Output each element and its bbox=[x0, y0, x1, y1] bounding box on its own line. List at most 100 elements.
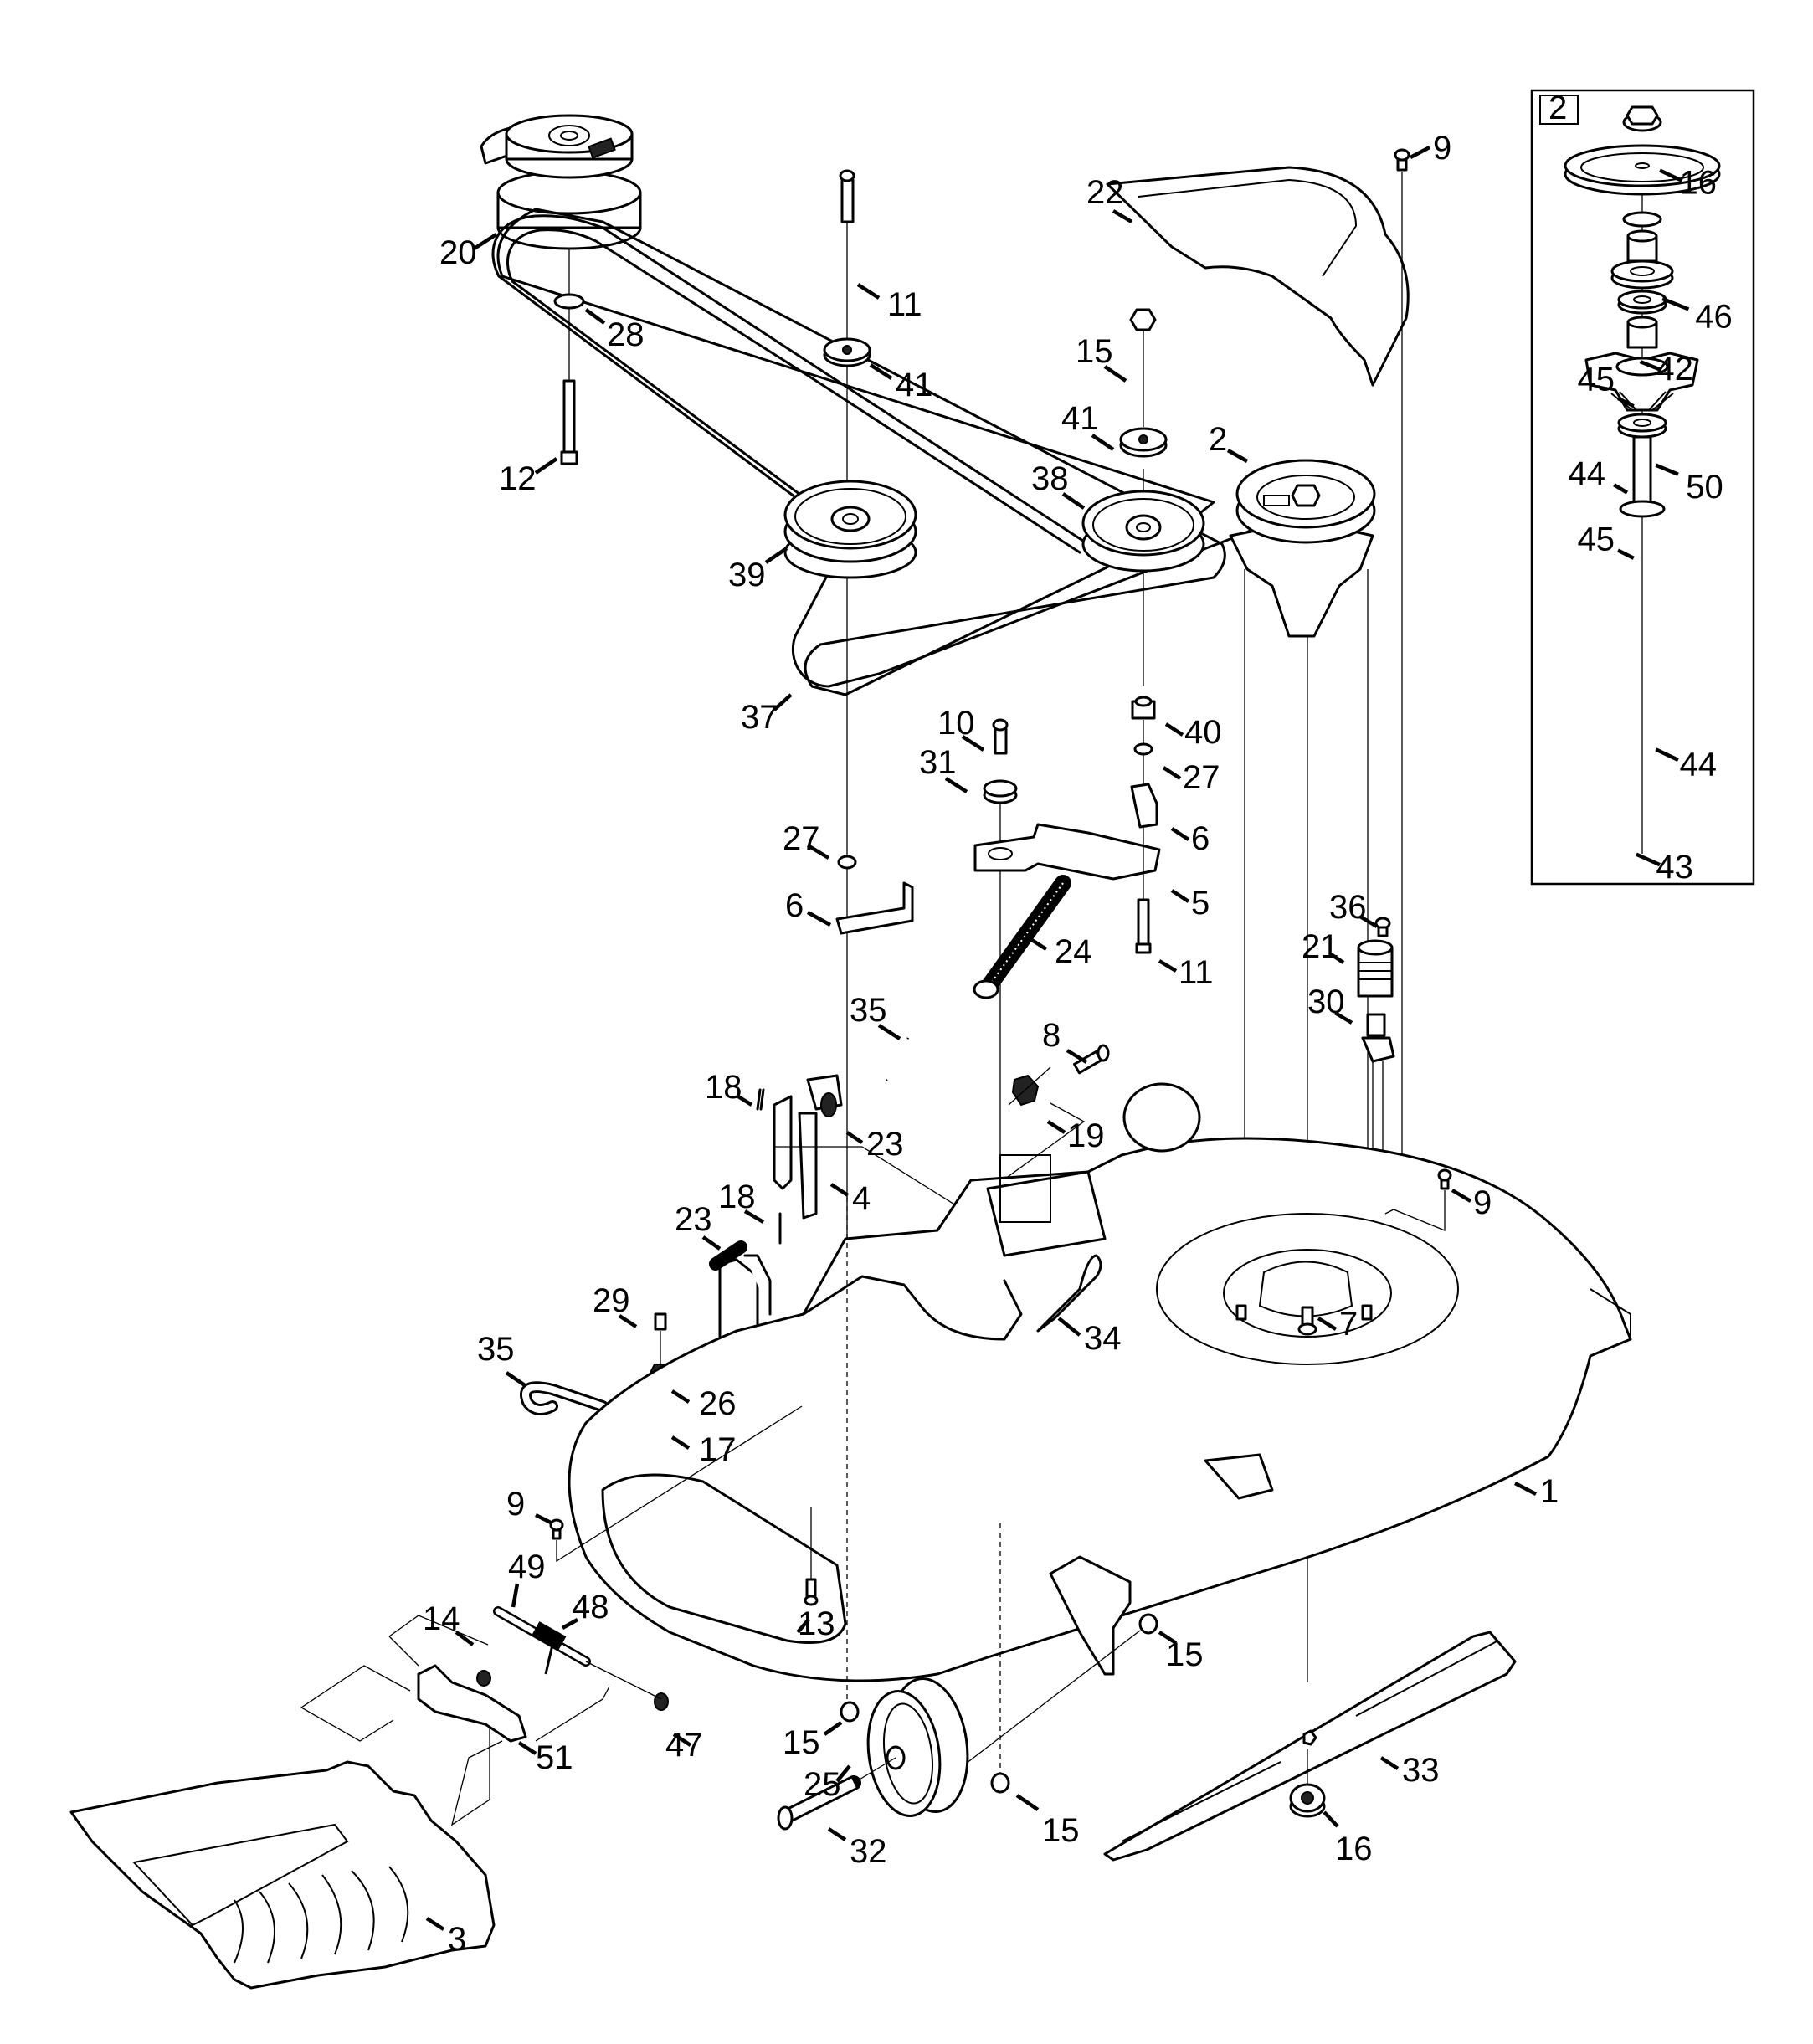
leader-line bbox=[561, 1618, 579, 1630]
callout-number: 43 bbox=[1656, 849, 1693, 886]
leader-line bbox=[1046, 1120, 1066, 1134]
deck-fasteners bbox=[549, 1168, 1452, 1606]
callout-number: 40 bbox=[1184, 714, 1222, 751]
leader-line bbox=[1451, 1189, 1472, 1203]
part-callout: 35 bbox=[850, 992, 901, 1040]
bolt-icon bbox=[992, 718, 1009, 755]
callout-number: 15 bbox=[1042, 1812, 1080, 1849]
part-callout: 8 bbox=[1042, 1017, 1088, 1064]
callout-number: 23 bbox=[866, 1126, 904, 1163]
spindle-inset bbox=[1530, 89, 1755, 886]
leader-line bbox=[1170, 889, 1190, 903]
part-callout: 34 bbox=[1057, 1317, 1122, 1357]
callout-number: 17 bbox=[699, 1431, 737, 1468]
spindle-pulley-icon bbox=[1229, 459, 1376, 638]
leader-line bbox=[829, 1183, 850, 1197]
part-callout: 1 bbox=[1513, 1473, 1559, 1510]
pulley-icon bbox=[1564, 144, 1721, 196]
part-callout: 15 bbox=[1076, 333, 1127, 383]
gauge-wheel-icon bbox=[866, 1677, 969, 1817]
callout-number: 34 bbox=[1084, 1320, 1122, 1357]
part-callout: 51 bbox=[517, 1739, 573, 1776]
part-callout: 30 bbox=[1307, 983, 1353, 1025]
part-callout: 15 bbox=[783, 1721, 843, 1761]
leader-line bbox=[1635, 852, 1661, 867]
compression-spring-icon bbox=[709, 1240, 747, 1271]
leader-line bbox=[1329, 953, 1345, 964]
leader-line bbox=[1616, 396, 1635, 408]
bracket-icon bbox=[835, 881, 914, 935]
inset-part-callout: 43 bbox=[1635, 849, 1693, 886]
part-callout: 21 bbox=[1302, 928, 1345, 965]
inset-part-callout: 44 bbox=[1655, 747, 1717, 783]
callout-number: 36 bbox=[1329, 889, 1367, 926]
callout-number: 18 bbox=[705, 1069, 742, 1106]
leader-line bbox=[961, 735, 985, 752]
callout-number: 35 bbox=[850, 992, 887, 1029]
axle-bolt-icon bbox=[777, 1775, 861, 1831]
leader-line bbox=[1015, 1794, 1040, 1811]
callout-number: 48 bbox=[572, 1589, 609, 1625]
leader-line bbox=[823, 1721, 843, 1736]
part-callout: 25 bbox=[804, 1764, 851, 1803]
callout-number: 37 bbox=[741, 699, 778, 736]
leader-line bbox=[1061, 492, 1086, 510]
part-callout: 40 bbox=[1164, 714, 1222, 751]
callout-number: 9 bbox=[506, 1486, 525, 1523]
inset-part-callout: 50 bbox=[1655, 463, 1723, 506]
leader-line bbox=[1158, 1631, 1178, 1645]
part-callout: 10 bbox=[937, 705, 985, 752]
leader-line bbox=[764, 547, 788, 564]
leader-line bbox=[869, 363, 893, 380]
belt-system bbox=[480, 114, 1410, 1682]
part-callout: 18 bbox=[705, 1069, 753, 1107]
callout-number: 21 bbox=[1302, 928, 1339, 965]
leader-line bbox=[1103, 365, 1127, 383]
leader-line bbox=[1317, 1317, 1338, 1331]
part-callout: 27 bbox=[1162, 759, 1220, 796]
callout-number: 44 bbox=[1569, 455, 1606, 492]
leader-line bbox=[835, 1764, 851, 1783]
adjuster-bracket-icon bbox=[1361, 1013, 1395, 1063]
callout-number: 15 bbox=[1076, 333, 1113, 370]
leader-line bbox=[1655, 747, 1679, 762]
leader-line bbox=[672, 1733, 692, 1747]
callout-number: 35 bbox=[477, 1331, 515, 1368]
spacer-icon bbox=[1626, 229, 1658, 263]
inset-part-callout: 16 bbox=[1659, 165, 1717, 202]
mower-blade-icon bbox=[1103, 1631, 1517, 1862]
leader-line bbox=[743, 1209, 765, 1224]
leader-line bbox=[1091, 434, 1115, 451]
idler-arm-icon bbox=[973, 823, 1161, 881]
callout-number: 38 bbox=[1031, 460, 1069, 497]
callout-number: 8 bbox=[1042, 1017, 1061, 1054]
callout-number: 13 bbox=[798, 1605, 835, 1642]
leader-line bbox=[534, 457, 558, 475]
leader-line bbox=[534, 1512, 554, 1526]
callout-number: 27 bbox=[1183, 759, 1220, 796]
callout-number: 41 bbox=[1061, 400, 1099, 437]
part-callout: 19 bbox=[1046, 1117, 1105, 1154]
callout-number: 6 bbox=[785, 887, 804, 924]
pto-clutch-icon bbox=[480, 114, 642, 250]
part-callout: 29 bbox=[593, 1282, 638, 1328]
part-callout: 15 bbox=[1015, 1794, 1080, 1849]
callout-number: 28 bbox=[607, 316, 645, 353]
bolt-icon bbox=[1374, 917, 1391, 937]
bolt-icon bbox=[1135, 898, 1152, 954]
leader-line bbox=[1026, 936, 1048, 951]
leader-line bbox=[1158, 959, 1178, 973]
callout-number: 12 bbox=[499, 460, 537, 497]
lower-parts bbox=[777, 1197, 1517, 1862]
leader-line bbox=[845, 1131, 864, 1144]
inset-part-callout: 44 bbox=[1569, 455, 1629, 495]
callout-number: 15 bbox=[1166, 1636, 1204, 1673]
part-callout: 49 bbox=[508, 1548, 546, 1608]
leader-line bbox=[1613, 483, 1629, 495]
part-callout: 37 bbox=[741, 693, 793, 736]
part-callout: 41 bbox=[869, 363, 933, 403]
leader-line bbox=[670, 1435, 691, 1450]
callout-number: 9 bbox=[1473, 1184, 1492, 1221]
part-callout: 39 bbox=[728, 547, 788, 593]
leader-line bbox=[877, 1024, 901, 1040]
